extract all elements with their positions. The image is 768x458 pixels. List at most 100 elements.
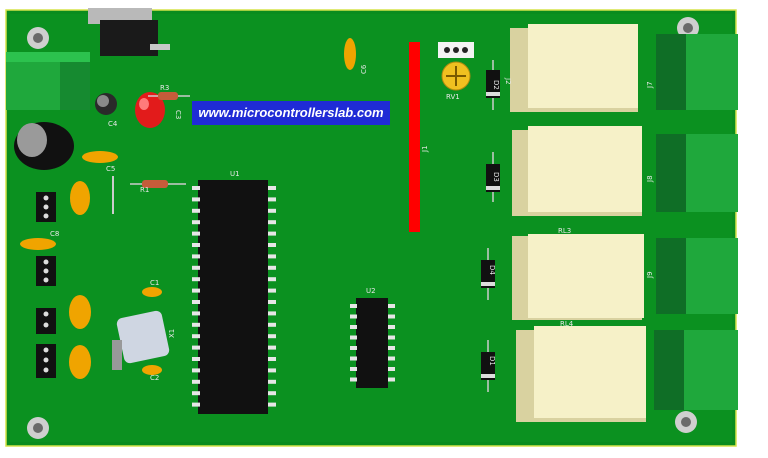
capacitor-c5 xyxy=(344,38,356,70)
ic-pin xyxy=(268,322,276,327)
ic-pin xyxy=(192,311,200,316)
capacitor-c3 xyxy=(82,151,118,163)
label-rv1: RV1 xyxy=(446,93,460,101)
ic-pin xyxy=(350,377,357,382)
label-c2: C2 xyxy=(150,374,160,382)
website-banner: www.microcontrollerslab.com xyxy=(192,101,390,125)
led-red xyxy=(135,92,165,128)
terminal-j9 xyxy=(656,238,738,314)
ic-pin xyxy=(268,186,276,190)
ic-pin xyxy=(350,304,357,308)
ic-pin xyxy=(388,356,395,361)
ic-pin xyxy=(268,197,276,202)
resistor-r1 xyxy=(130,180,186,188)
ic-pin xyxy=(192,345,200,350)
label-c6: C6 xyxy=(360,64,368,74)
mounting-hole-top-right xyxy=(677,17,699,39)
ic-pin xyxy=(388,335,395,340)
terminal-j8 xyxy=(656,134,738,212)
label-j1: J1 xyxy=(421,145,429,152)
pin-header-2 xyxy=(36,256,56,286)
ic-u2 xyxy=(350,298,395,388)
potentiometer-rv1 xyxy=(438,42,474,91)
ic-pin xyxy=(192,402,200,407)
terminal-j7 xyxy=(656,34,738,110)
label-u1: U1 xyxy=(230,170,240,178)
ic-pin xyxy=(268,311,276,316)
relay-rl1 xyxy=(510,24,638,112)
label-c4: C4 xyxy=(108,120,118,128)
relay-rl2 xyxy=(512,126,642,216)
ic-pin xyxy=(388,314,395,319)
voltage-regulator xyxy=(88,8,170,56)
resistor-r3 xyxy=(148,92,190,100)
ic-pin xyxy=(350,356,357,361)
label-d2: D2 xyxy=(492,80,500,90)
ic-pin xyxy=(268,243,276,247)
ic-pin xyxy=(268,300,276,304)
ic-pin xyxy=(192,288,200,293)
ic-pin xyxy=(192,265,200,270)
ic-pin xyxy=(268,368,276,373)
ic-pin xyxy=(192,208,200,213)
ic-pin xyxy=(388,377,395,382)
capacitor-c2 xyxy=(142,365,162,375)
website-url-text: www.microcontrollerslab.com xyxy=(198,105,384,120)
relay-rl4 xyxy=(516,326,646,422)
diode-d1 xyxy=(481,340,495,392)
ic-pin xyxy=(268,402,276,407)
ic-pin xyxy=(268,345,276,350)
label-c5: C5 xyxy=(106,165,116,173)
diode-d4 xyxy=(481,248,495,300)
ic-pin xyxy=(268,334,276,339)
ic-pin xyxy=(268,220,276,225)
ic-pin xyxy=(192,243,200,247)
relay-rl3 xyxy=(512,234,644,320)
ic-pin xyxy=(192,357,200,361)
crystal-x1 xyxy=(112,310,170,370)
ic-pin xyxy=(268,277,276,282)
ic-pin xyxy=(192,334,200,339)
mounting-hole-bottom-left xyxy=(27,417,49,439)
ic-pin xyxy=(192,231,200,236)
terminal-j6 xyxy=(654,330,738,410)
ic-pin xyxy=(192,379,200,384)
label-j2: J2 xyxy=(504,78,512,85)
label-rl3: RL3 xyxy=(558,227,572,235)
ic-pin xyxy=(350,314,357,319)
ic-pin xyxy=(192,391,200,396)
capacitor-c6 xyxy=(70,181,90,215)
mounting-hole-bottom-right xyxy=(675,411,697,433)
capacitor-left-2 xyxy=(69,345,91,379)
label-u2: U2 xyxy=(366,287,376,295)
ic-pin xyxy=(388,325,395,329)
ic-pin xyxy=(192,197,200,202)
ic-pin xyxy=(268,391,276,396)
ic-pin xyxy=(388,367,395,371)
label-c3: C3 xyxy=(174,110,182,120)
pin-header-3 xyxy=(36,308,56,334)
ic-pin xyxy=(268,208,276,213)
ic-pin xyxy=(350,335,357,340)
ic-pin xyxy=(192,300,200,304)
label-d3: D3 xyxy=(492,172,500,182)
label-r3: R3 xyxy=(160,84,170,92)
ic-pin xyxy=(350,367,357,371)
label-d4: D4 xyxy=(488,265,496,275)
pin-header-4 xyxy=(36,344,56,378)
electrolytic-capacitor-large xyxy=(14,122,74,170)
ic-pin xyxy=(388,304,395,308)
label-j9: J9 xyxy=(646,271,654,278)
mounting-hole-top-left xyxy=(27,27,49,49)
diode-d2 xyxy=(486,60,500,110)
ic-pin xyxy=(350,325,357,329)
ic-pin xyxy=(192,277,200,282)
ic-pin xyxy=(192,186,200,190)
ic-pin xyxy=(192,220,200,225)
microcontroller-u1 xyxy=(192,180,276,414)
header-strip-j1 xyxy=(409,42,420,232)
label-j7: J7 xyxy=(646,81,654,88)
label-r1: R1 xyxy=(140,186,150,194)
ic-pin xyxy=(268,288,276,293)
